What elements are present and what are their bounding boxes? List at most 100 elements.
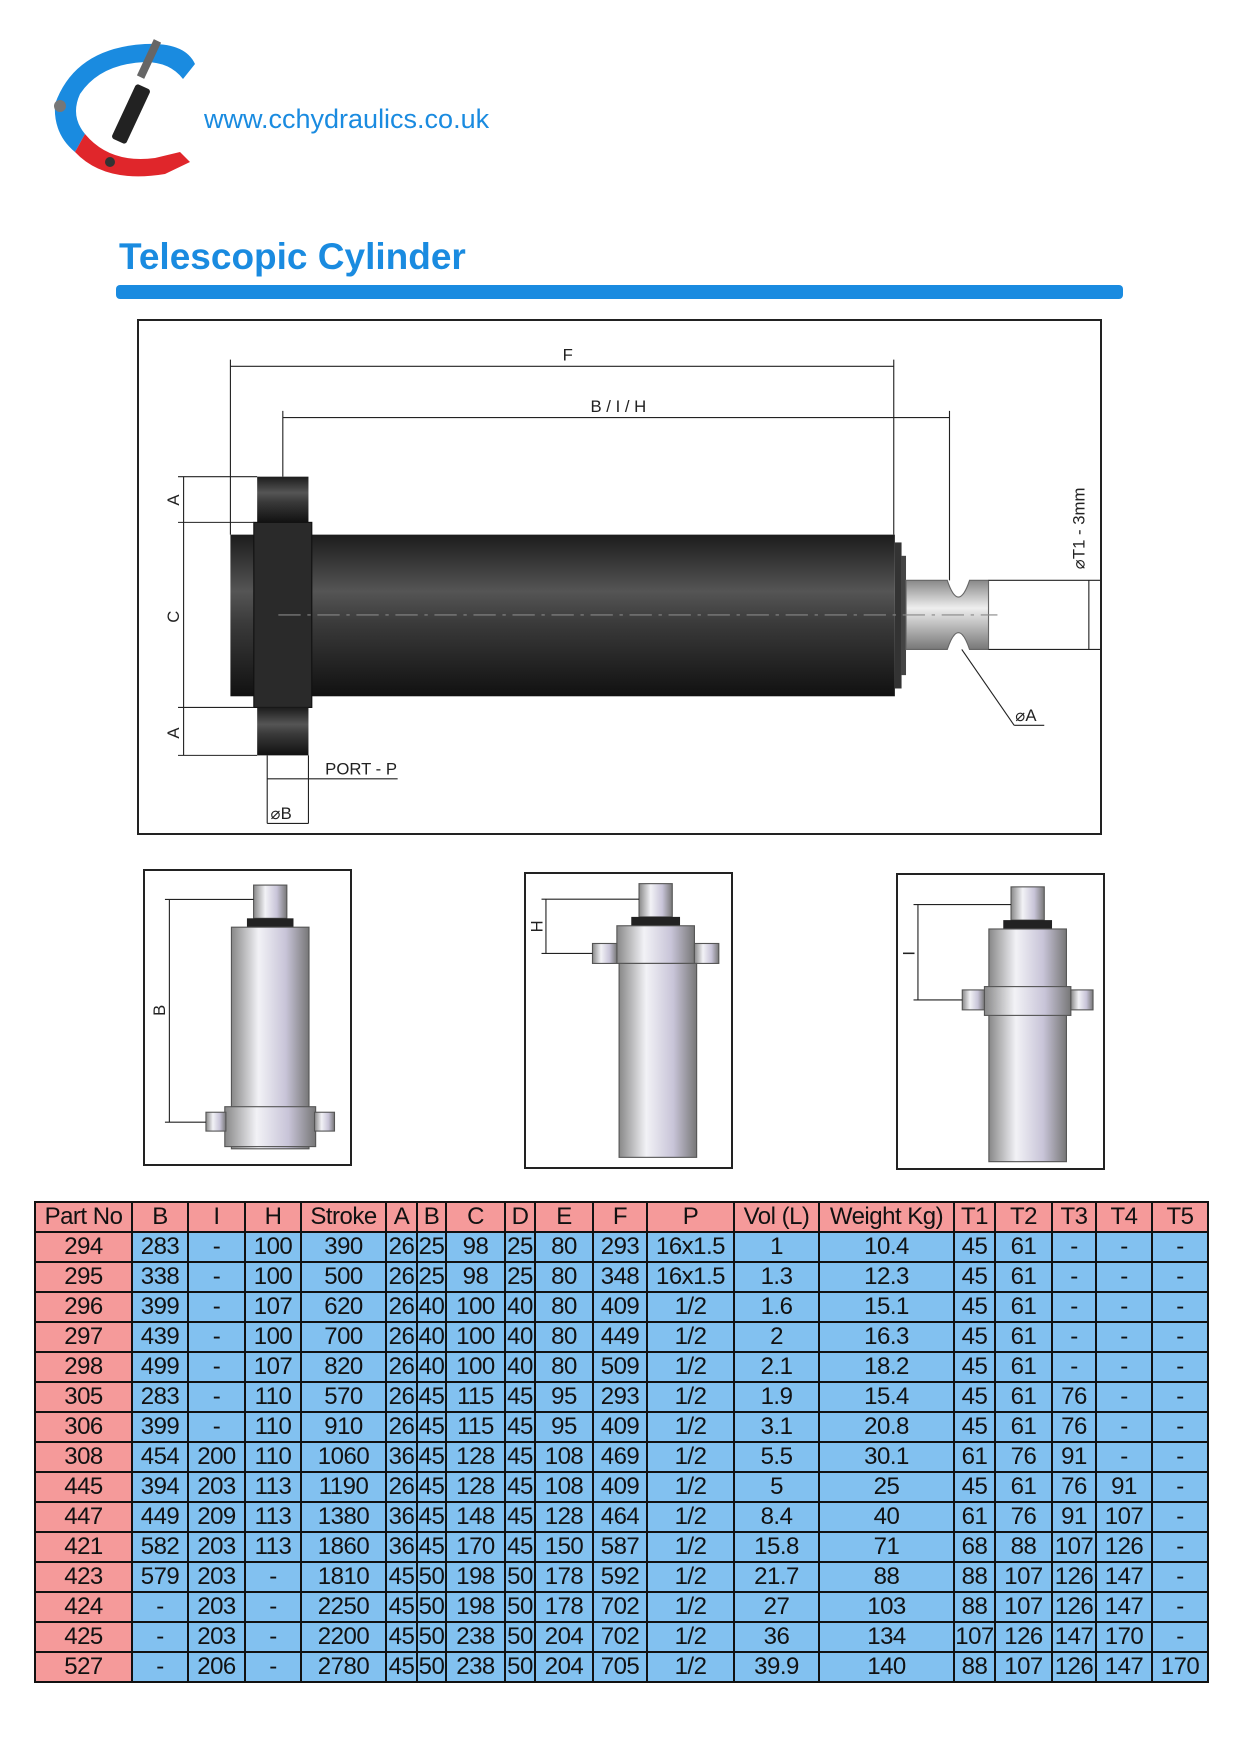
table-cell: 178 (534, 1561, 594, 1593)
table-cell: 115 (445, 1411, 506, 1443)
table-cell: 76 (1051, 1471, 1097, 1503)
table-cell: - (1095, 1381, 1153, 1413)
column-header: Part No (34, 1201, 133, 1233)
table-cell: 1/2 (646, 1591, 735, 1623)
table-cell: 203 (187, 1621, 246, 1653)
table-cell: 25 (504, 1261, 536, 1293)
table-cell: - (1151, 1441, 1209, 1473)
table-cell: 36 (385, 1441, 418, 1473)
table-cell: 20.8 (818, 1411, 955, 1443)
view-i-label: I (900, 951, 919, 956)
table-cell: - (244, 1651, 302, 1683)
table-cell: 128 (445, 1441, 506, 1473)
table-cell: - (1051, 1291, 1097, 1323)
table-cell: 454 (131, 1441, 189, 1473)
column-header: B (131, 1201, 189, 1233)
table-cell: 40 (504, 1351, 536, 1383)
table-cell: 128 (534, 1501, 594, 1533)
table-cell: 50 (416, 1561, 447, 1593)
table-cell: 45 (504, 1381, 536, 1413)
table-cell: 110 (244, 1441, 302, 1473)
column-header: T4 (1095, 1201, 1153, 1233)
table-cell: 1/2 (646, 1351, 735, 1383)
website-link[interactable]: www.cchydraulics.co.uk (204, 104, 490, 134)
table-cell: 45 (385, 1621, 418, 1653)
table-cell: 5 (733, 1471, 820, 1503)
table-cell: 150 (534, 1531, 594, 1563)
table-cell: 1/2 (646, 1621, 735, 1653)
table-cell: 2.1 (733, 1351, 820, 1383)
table-cell: 25 (416, 1231, 447, 1263)
dim-a-top-label: A (164, 494, 183, 506)
column-header: H (244, 1201, 302, 1233)
table-cell: 16x1.5 (646, 1261, 735, 1293)
table-cell: 50 (504, 1651, 536, 1683)
table-cell: - (187, 1381, 246, 1413)
table-cell: 338 (131, 1261, 189, 1293)
table-cell: 45 (416, 1471, 447, 1503)
table-cell: 98 (445, 1231, 506, 1263)
table-cell: 61 (994, 1231, 1053, 1263)
table-cell: 1.6 (733, 1291, 820, 1323)
table-cell: 170 (1151, 1651, 1209, 1683)
table-cell: 178 (534, 1591, 594, 1623)
table-cell: - (1151, 1291, 1209, 1323)
page-title: Telescopic Cylinder (119, 236, 466, 277)
table-cell: 25 (416, 1261, 447, 1293)
table-cell: 147 (1095, 1561, 1153, 1593)
table-cell: 15.4 (818, 1381, 955, 1413)
table-cell: 238 (445, 1651, 506, 1683)
table-cell: 126 (1051, 1651, 1097, 1683)
table-cell: - (131, 1621, 189, 1653)
table-cell: 50 (504, 1591, 536, 1623)
table-cell: 40 (416, 1291, 447, 1323)
table-cell: - (1151, 1621, 1209, 1653)
table-cell: 113 (244, 1531, 302, 1563)
table-cell: 8.4 (733, 1501, 820, 1533)
table-cell: 390 (300, 1231, 387, 1263)
column-header: T2 (994, 1201, 1053, 1233)
table-cell: 80 (534, 1321, 594, 1353)
table-cell: 198 (445, 1561, 506, 1593)
view-extended-h: H (524, 872, 733, 1169)
column-header: F (592, 1201, 648, 1233)
table-cell: 126 (1095, 1531, 1153, 1563)
table-cell: 45 (953, 1351, 996, 1383)
part-number-cell: 296 (34, 1291, 133, 1323)
table-cell: 50 (416, 1621, 447, 1653)
column-header: Vol (L) (733, 1201, 820, 1233)
table-cell: 5.5 (733, 1441, 820, 1473)
table-cell: 26 (385, 1321, 418, 1353)
column-header: T3 (1051, 1201, 1097, 1233)
table-cell: 100 (244, 1261, 302, 1293)
table-cell: 1/2 (646, 1411, 735, 1443)
table-cell: 45 (504, 1501, 536, 1533)
column-header: C (445, 1201, 506, 1233)
table-cell: 45 (385, 1591, 418, 1623)
part-number-cell: 445 (34, 1471, 133, 1503)
table-cell: 26 (385, 1471, 418, 1503)
part-number-cell: 306 (34, 1411, 133, 1443)
table-cell: 409 (592, 1471, 648, 1503)
table-cell: 10.4 (818, 1231, 955, 1263)
table-cell: - (1095, 1231, 1153, 1263)
table-cell: 15.1 (818, 1291, 955, 1323)
company-logo (45, 34, 205, 184)
table-cell: 126 (1051, 1561, 1097, 1593)
table-cell: 100 (445, 1291, 506, 1323)
table-cell: 45 (504, 1441, 536, 1473)
table-cell: 61 (994, 1411, 1053, 1443)
table-cell: - (1051, 1351, 1097, 1383)
table-cell: 76 (1051, 1381, 1097, 1413)
table-cell: 1/2 (646, 1381, 735, 1413)
table-cell: 449 (592, 1321, 648, 1353)
table-cell: 80 (534, 1261, 594, 1293)
table-cell: 45 (953, 1231, 996, 1263)
table-cell: 40 (504, 1321, 536, 1353)
